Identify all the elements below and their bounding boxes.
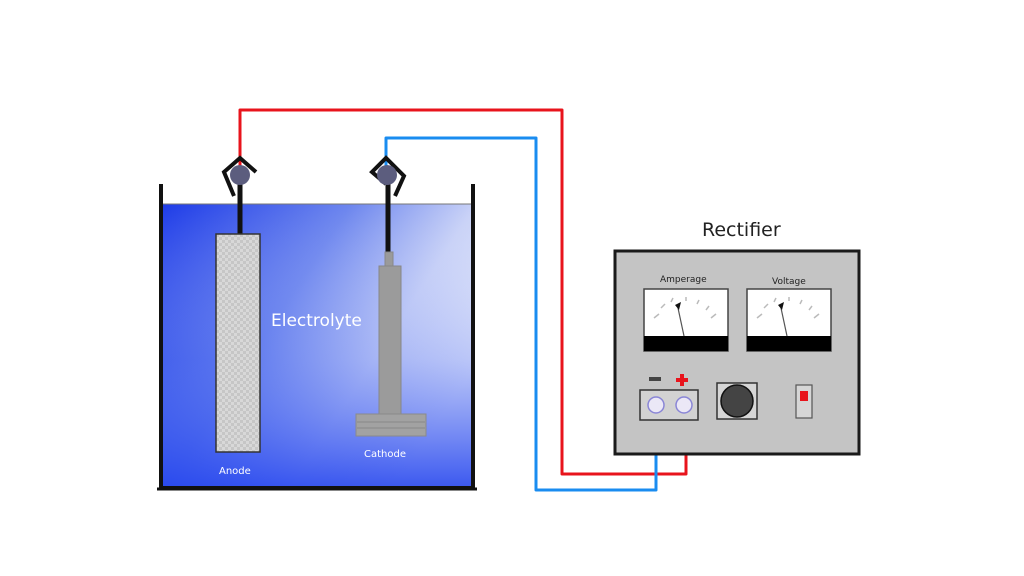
electrolyte-label: Electrolyte [271, 311, 362, 331]
negative-wire [384, 136, 658, 492]
voltage-needle [780, 307, 788, 337]
amperage-meter: Amperage [643, 275, 729, 352]
positive-wire [238, 108, 688, 476]
plus-icon [676, 374, 688, 386]
cathode-assembly [355, 155, 427, 437]
rectifier: Rectifier Amperage Voltage [613, 219, 861, 456]
rectifier-panel [613, 249, 861, 456]
anode-plate [215, 233, 261, 453]
electrolyte-tank [157, 184, 477, 491]
cathode-label: Cathode [364, 449, 406, 460]
positive-terminal[interactable] [675, 396, 693, 414]
voltage-label: Voltage [772, 277, 806, 287]
amperage-needle [677, 307, 685, 337]
negative-terminal[interactable] [647, 396, 665, 414]
anode-label: Anode [219, 466, 251, 477]
power-switch-indicator [800, 391, 808, 401]
anode-assembly [215, 155, 261, 453]
control-knob[interactable] [716, 382, 758, 420]
anode-connector [230, 165, 250, 185]
minus-icon [649, 377, 661, 381]
anode-clamp [221, 155, 258, 197]
voltage-meter: Voltage [746, 277, 832, 352]
cathode-clamp [369, 155, 407, 197]
cathode-base [355, 413, 427, 437]
voltage-scale-ticks [756, 297, 820, 319]
voltage-display-bar [747, 336, 831, 351]
cathode-body [378, 265, 402, 415]
wires [238, 108, 688, 492]
amperage-display-bar [644, 336, 728, 351]
terminal-block [639, 374, 699, 421]
cathode-connector [377, 165, 397, 185]
rectifier-label: Rectifier [702, 219, 781, 241]
amperage-label: Amperage [660, 275, 707, 285]
power-switch[interactable] [795, 384, 813, 419]
amperage-scale-ticks [653, 297, 717, 319]
